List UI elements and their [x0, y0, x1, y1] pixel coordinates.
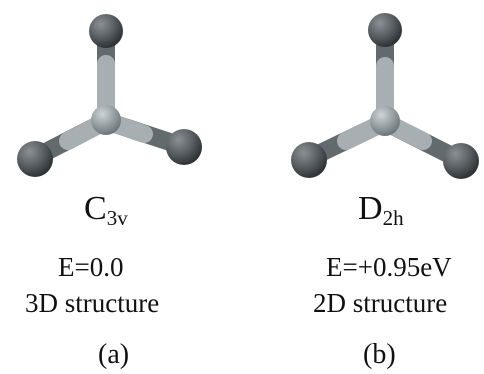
- atom-a-center: [91, 105, 121, 135]
- atom-b-right: [443, 143, 479, 179]
- atom-b-left: [291, 142, 327, 178]
- panel-b-caption: (b): [363, 339, 396, 370]
- panel-b-symmetry-label: D2h: [358, 192, 404, 229]
- atom-a-right: [166, 129, 202, 165]
- panel-b-symmetry-main: D: [358, 190, 383, 227]
- panel-a-caption: (a): [98, 339, 130, 370]
- panel-a-symmetry-subscript: 3v: [106, 206, 128, 230]
- panel-a-structure-label: 3D structure: [25, 288, 160, 318]
- panel-b-energy-label: E=+0.95eV: [326, 252, 452, 282]
- atom-a-left: [17, 141, 53, 177]
- panel-a-symmetry-main: C: [84, 190, 107, 227]
- panel-b-symmetry-subscript: 2h: [382, 206, 404, 230]
- molecule-a: [17, 14, 202, 177]
- atom-a-top: [89, 14, 123, 48]
- panel-b-structure-label: 2D structure: [313, 288, 448, 318]
- atom-b-center: [370, 106, 400, 136]
- panel-a-energy-label: E=0.0: [58, 252, 124, 282]
- molecule-b: [291, 13, 479, 179]
- atom-b-top: [368, 13, 402, 47]
- panel-a-symmetry-label: C3v: [84, 192, 128, 229]
